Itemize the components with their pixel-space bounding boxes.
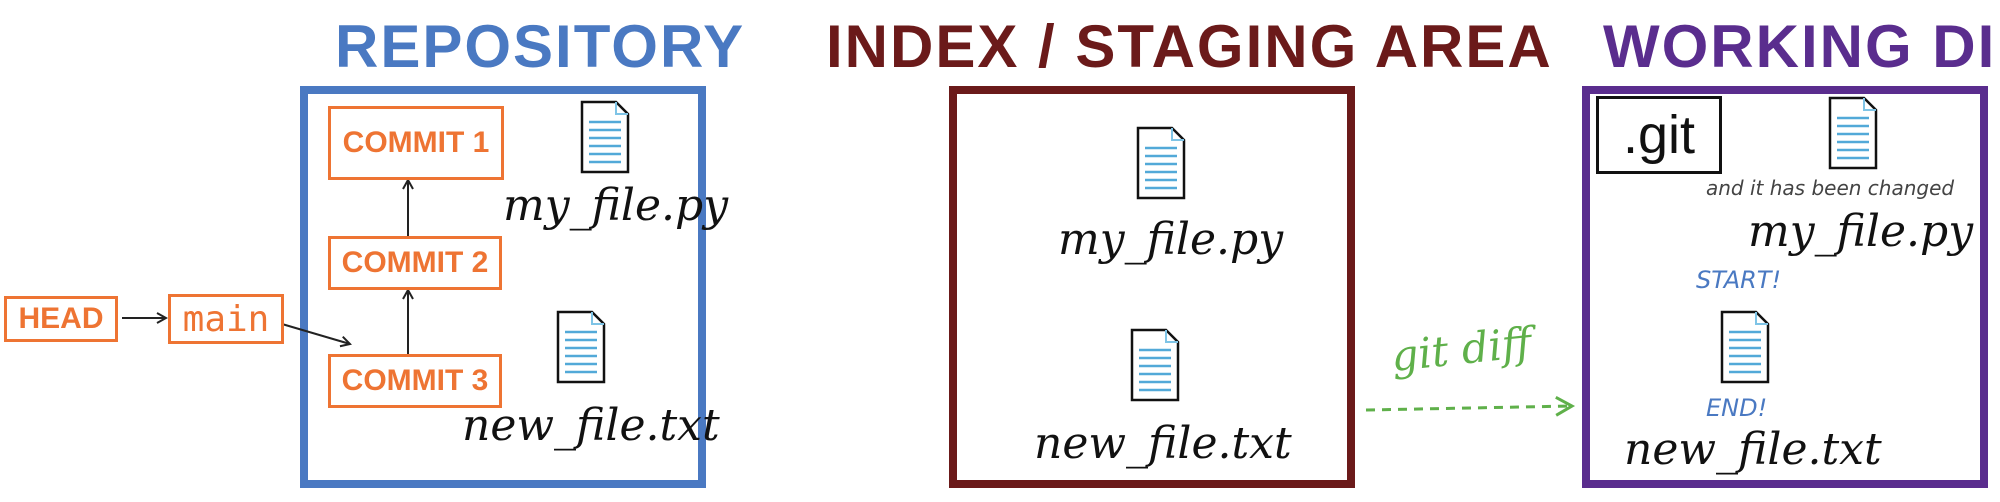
commit-3: COMMIT 3: [328, 354, 502, 408]
git-folder-label: .git: [1622, 105, 1696, 165]
document-icon: [1130, 328, 1180, 402]
document-icon: [1720, 310, 1770, 384]
commit-1-label: COMMIT 1: [342, 126, 490, 159]
working-dir-box: [1582, 86, 1988, 488]
index-file-new-file-txt: new_file.txt: [1034, 418, 1292, 469]
main-label: main: [182, 298, 270, 340]
git-diff-arrow: [1365, 395, 1576, 417]
commit-2-label: COMMIT 2: [341, 246, 489, 279]
arrow-main-to-commit3: [281, 323, 350, 344]
document-icon: [556, 310, 606, 384]
commit-2: COMMIT 2: [328, 236, 502, 290]
index-title: INDEX / STAGING AREA: [826, 13, 1553, 80]
working-dir-title: WORKING DIR: [1603, 13, 2000, 80]
document-icon: [1828, 96, 1878, 170]
head-ref: HEAD: [4, 296, 118, 342]
repository-box: [300, 86, 706, 488]
working-file-my-file-py: my_file.py: [1748, 206, 1974, 257]
document-icon: [580, 100, 630, 174]
end-label: END!: [1706, 394, 1768, 422]
commit-1: COMMIT 1: [328, 106, 504, 180]
repo-file-new-file-txt: new_file.txt: [462, 400, 720, 451]
git-folder-box: .git: [1596, 96, 1722, 174]
index-box: [949, 86, 1355, 488]
index-file-my-file-py: my_file.py: [1058, 214, 1284, 265]
working-file-new-file-txt: new_file.txt: [1624, 424, 1882, 475]
commit-3-label: COMMIT 3: [341, 364, 489, 397]
repo-file-my-file-py: my_file.py: [503, 180, 729, 231]
repository-title: REPOSITORY: [335, 13, 746, 80]
main-branch-ref: main: [168, 294, 284, 344]
changed-note: and it has been changed: [1706, 176, 1955, 200]
start-label: START!: [1696, 266, 1782, 294]
document-icon: [1136, 126, 1186, 200]
head-label: HEAD: [18, 302, 104, 335]
